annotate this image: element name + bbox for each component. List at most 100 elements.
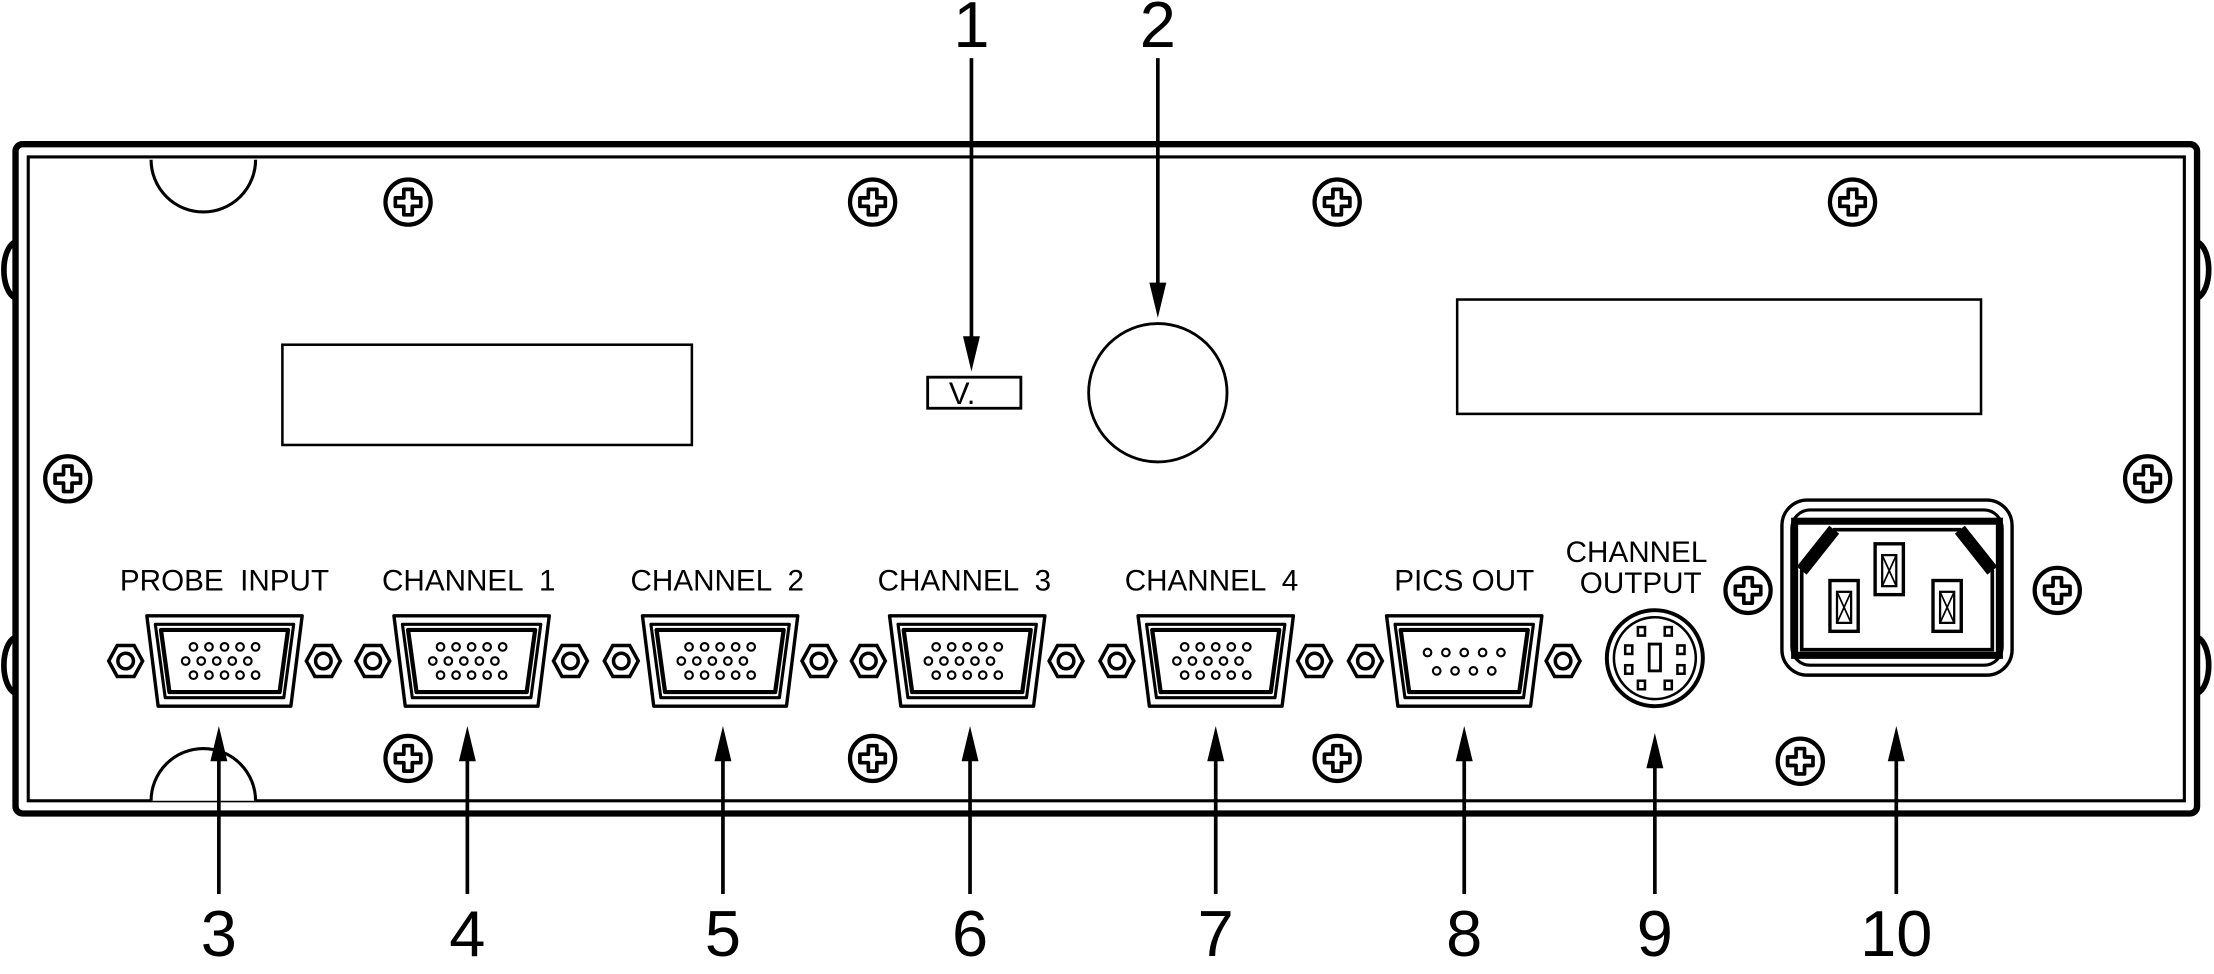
connector-pin	[699, 642, 710, 652]
connector-pin	[1210, 670, 1221, 680]
channel-1-port	[354, 614, 590, 708]
connector-pin	[204, 670, 214, 680]
callout-9: 9	[1637, 897, 1673, 969]
connector-pin	[746, 642, 757, 652]
connector-pin	[451, 670, 461, 680]
connector-pin	[235, 642, 245, 652]
connector-pin	[1468, 666, 1479, 676]
callout-6: 6	[952, 897, 988, 969]
screw-icon	[1315, 180, 1360, 225]
hex-nut-icon	[304, 643, 343, 679]
callout-arrows	[210, 58, 1905, 894]
connector-pin	[180, 656, 191, 666]
callout-numbers: 1 2 3 4 5 6 7 8 9 10	[201, 0, 1933, 970]
arrowhead-2	[1149, 282, 1167, 318]
power-pin-neutral	[1931, 578, 1963, 634]
connector-pin	[962, 642, 973, 652]
connector-pin	[497, 642, 508, 652]
connector-pin	[746, 670, 757, 680]
connector-pin	[1210, 642, 1221, 652]
pics-out-port	[1346, 614, 1582, 708]
connector-pin	[1459, 647, 1470, 658]
callout-2: 2	[1140, 0, 1176, 61]
callout-4: 4	[449, 897, 485, 969]
connector-pin	[1450, 666, 1460, 676]
connector-pin	[954, 656, 965, 666]
arrowhead-1	[962, 336, 980, 372]
channel-4-port	[1098, 614, 1334, 708]
connector-pin	[723, 656, 733, 666]
connector-pin	[1218, 656, 1229, 666]
screw-icon	[45, 456, 90, 501]
foot-cutout-bottom	[149, 746, 258, 801]
connector-pin	[219, 642, 230, 652]
hex-nut-icon	[1346, 643, 1385, 679]
label-channel-4: CHANNEL 4	[1125, 564, 1299, 597]
connector-pin	[227, 656, 238, 666]
voltage-selector-text: V.	[949, 376, 975, 411]
hex-nut-icon	[602, 643, 640, 679]
screw-icon	[1725, 568, 1770, 613]
connector-pin	[684, 642, 694, 652]
screw-icon	[2035, 568, 2080, 613]
connector-pin	[931, 642, 942, 652]
screw-icon	[850, 736, 895, 781]
connector-pin	[250, 642, 261, 652]
power-pin-earth	[1873, 542, 1906, 597]
connector-pin	[235, 670, 245, 680]
hex-nut-icon	[1544, 643, 1582, 679]
label-plate-right	[1455, 298, 1983, 416]
arrowhead-9	[1646, 733, 1664, 769]
connector-pin	[1486, 666, 1497, 676]
connector-pin	[962, 670, 973, 680]
connector-pin	[1195, 670, 1206, 680]
label-plate-left	[281, 343, 694, 447]
connector-pin	[482, 670, 493, 680]
voltage-selector-window	[926, 375, 1023, 410]
connector-pin	[451, 642, 461, 652]
connector-pin	[196, 656, 207, 666]
label-channel-3: CHANNEL 3	[878, 564, 1052, 597]
power-inlet	[1780, 498, 2014, 677]
connector-pin	[211, 656, 222, 666]
power-pin-live	[1828, 578, 1860, 634]
connector-pin	[466, 642, 477, 652]
connector-pin	[993, 642, 1004, 652]
arrowhead-4	[458, 725, 476, 762]
screw-icon	[1315, 736, 1360, 781]
arrowhead-6	[961, 725, 979, 762]
connector-pin	[970, 656, 980, 666]
arrowhead-10	[1887, 725, 1905, 762]
connector-pin	[684, 670, 694, 680]
connector-pin	[985, 656, 996, 666]
channel-2-port	[602, 614, 838, 708]
callout-8: 8	[1446, 897, 1482, 969]
arrowhead-3	[210, 725, 228, 762]
connector-pin	[730, 642, 741, 652]
connector-pin	[1195, 642, 1206, 652]
hex-nut-icon	[1295, 643, 1334, 679]
connector-pin	[1422, 647, 1433, 658]
connector-pin	[1179, 670, 1190, 680]
arrowhead-5	[714, 725, 732, 762]
connector-pin	[977, 670, 988, 680]
connector-pin	[730, 670, 741, 680]
connector-pin	[497, 670, 508, 680]
label-channel-output-line2: OUTPUT	[1580, 567, 1702, 600]
connector-pin	[1226, 670, 1237, 680]
arrowhead-8	[1455, 725, 1473, 762]
connector-pin	[946, 670, 957, 680]
connector-pin	[1226, 642, 1237, 652]
connector-pin	[977, 642, 988, 652]
connector-pin	[1203, 656, 1213, 666]
connector-pin	[204, 642, 214, 652]
fuse-holder	[1087, 322, 1229, 464]
hex-nut-icon	[551, 643, 590, 679]
connector-pin	[1496, 647, 1506, 658]
connector-pin	[242, 656, 253, 666]
connector-pin	[1441, 647, 1451, 658]
connector-pin	[715, 670, 725, 680]
label-channel-1: CHANNEL 1	[382, 564, 556, 597]
